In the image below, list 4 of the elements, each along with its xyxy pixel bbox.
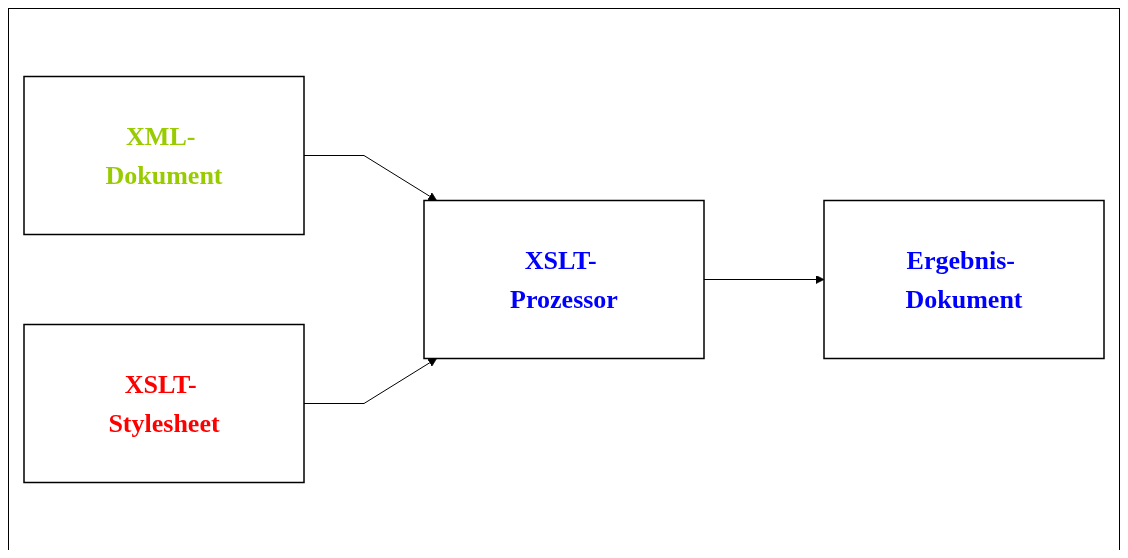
node-box: XSLT- Prozessor — [423, 199, 705, 360]
node-box: XML- Dokument — [23, 75, 305, 236]
node-box: Ergebnis- Dokument — [823, 199, 1105, 360]
node-box: XSLT- Stylesheet — [23, 323, 305, 484]
